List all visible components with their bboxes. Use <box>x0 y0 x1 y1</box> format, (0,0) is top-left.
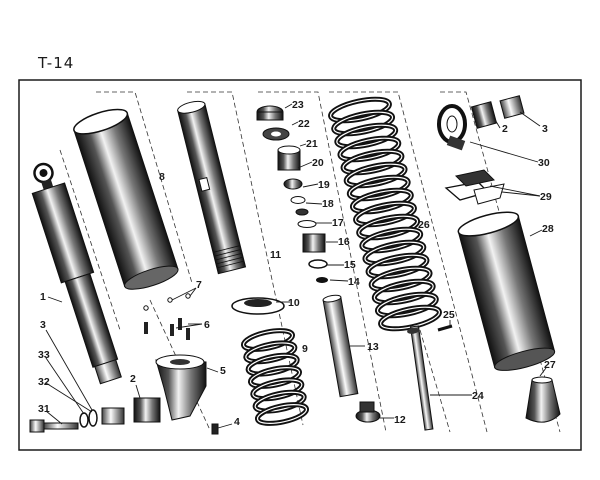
callout-4: 4 <box>234 416 240 428</box>
callout-28: 28 <box>542 223 554 235</box>
upper-cylinder <box>457 211 556 371</box>
spring-coil-highlight <box>247 354 298 375</box>
callout-13: 13 <box>367 341 379 353</box>
grease-nipple <box>211 423 219 435</box>
callout-17: 17 <box>332 217 344 229</box>
callout-33: 33 <box>38 349 50 361</box>
spring-coil-highlight <box>351 189 412 213</box>
spring-coil-highlight <box>254 391 305 412</box>
main-coil-spring <box>328 96 442 332</box>
callout-31: 31 <box>38 403 50 415</box>
callout-16: 16 <box>338 236 350 248</box>
spring-coil-highlight <box>358 215 419 239</box>
assembly-guide-lines <box>59 91 561 433</box>
spring-coil-highlight <box>370 267 431 291</box>
callout-20: 20 <box>312 157 324 169</box>
callout-26: 26 <box>418 219 430 231</box>
small-parts-stack <box>256 105 328 283</box>
callout-12: 12 <box>394 414 406 426</box>
bushing-upper <box>470 95 525 129</box>
rod <box>322 294 359 398</box>
callout-15: 15 <box>344 259 356 271</box>
cotter-pin <box>437 324 453 332</box>
eye-end <box>437 104 467 151</box>
callout-14: 14 <box>348 276 360 288</box>
callout-30: 30 <box>538 157 550 169</box>
spring-coil-highlight <box>376 293 437 317</box>
callout-18: 18 <box>322 198 334 210</box>
spring-coil-highlight <box>367 254 428 278</box>
callout-8: 8 <box>159 171 165 183</box>
callout-11: 11 <box>270 249 281 261</box>
callout-19: 19 <box>318 179 330 191</box>
lower-mount <box>155 354 207 421</box>
callout-27: 27 <box>544 359 556 371</box>
spring-coil-highlight <box>361 228 422 252</box>
callout-6: 6 <box>204 319 210 331</box>
callout-5: 5 <box>220 365 226 377</box>
callout-9: 9 <box>302 343 308 355</box>
spring-coil-highlight <box>373 280 434 304</box>
shock-absorber-assembly <box>31 162 122 385</box>
spring-coil-highlight <box>339 137 400 161</box>
callout-21: 21 <box>306 138 318 150</box>
spring-coil-highlight <box>333 111 394 135</box>
callout-10: 10 <box>288 297 300 309</box>
plate-id: T-14 <box>38 54 75 72</box>
callout-1: 1 <box>40 291 46 303</box>
spring-coil-highlight <box>342 150 403 174</box>
rubber-buffer <box>525 376 561 423</box>
spring-coil-highlight <box>364 241 425 265</box>
callout-3b: 3 <box>542 123 548 135</box>
spring-coil-highlight <box>329 98 391 122</box>
spring-coil-highlight <box>242 330 294 350</box>
callout-7: 7 <box>196 279 202 291</box>
washers <box>79 409 98 428</box>
inner-tube <box>177 100 247 275</box>
callout-32: 32 <box>38 376 50 388</box>
leader-lines <box>45 103 547 429</box>
castle-nut <box>355 401 381 423</box>
callout-23: 23 <box>292 99 304 111</box>
callout-labels: 1 2 2 3 3 4 5 6 7 8 9 10 11 12 13 14 15 … <box>38 99 556 428</box>
spring-coil-highlight <box>336 124 397 148</box>
outer-frame <box>18 79 582 451</box>
spring-coil-highlight <box>252 379 303 400</box>
callout-24: 24 <box>472 390 484 402</box>
spring-coil-highlight <box>354 202 416 226</box>
spring-coil-highlight <box>256 404 308 424</box>
outer-cover-tube <box>73 108 179 290</box>
lower-bolt <box>29 419 79 433</box>
callout-22: 22 <box>298 118 310 130</box>
callout-2b: 2 <box>502 123 508 135</box>
spring-coil-highlight <box>348 176 409 200</box>
long-bolt <box>407 325 434 431</box>
spring-coil-highlight <box>249 367 301 387</box>
spring-seat <box>231 297 285 315</box>
bracket-halves <box>444 169 505 205</box>
small-coil-spring <box>240 328 310 426</box>
callout-3a: 3 <box>40 319 46 331</box>
callout-2a: 2 <box>130 373 136 385</box>
spring-coil-highlight <box>345 163 406 187</box>
bushing-lower <box>101 397 161 425</box>
spring-coil-highlight <box>245 342 296 363</box>
callout-25: 25 <box>443 309 455 321</box>
callout-29: 29 <box>540 191 552 203</box>
pins <box>144 318 190 340</box>
